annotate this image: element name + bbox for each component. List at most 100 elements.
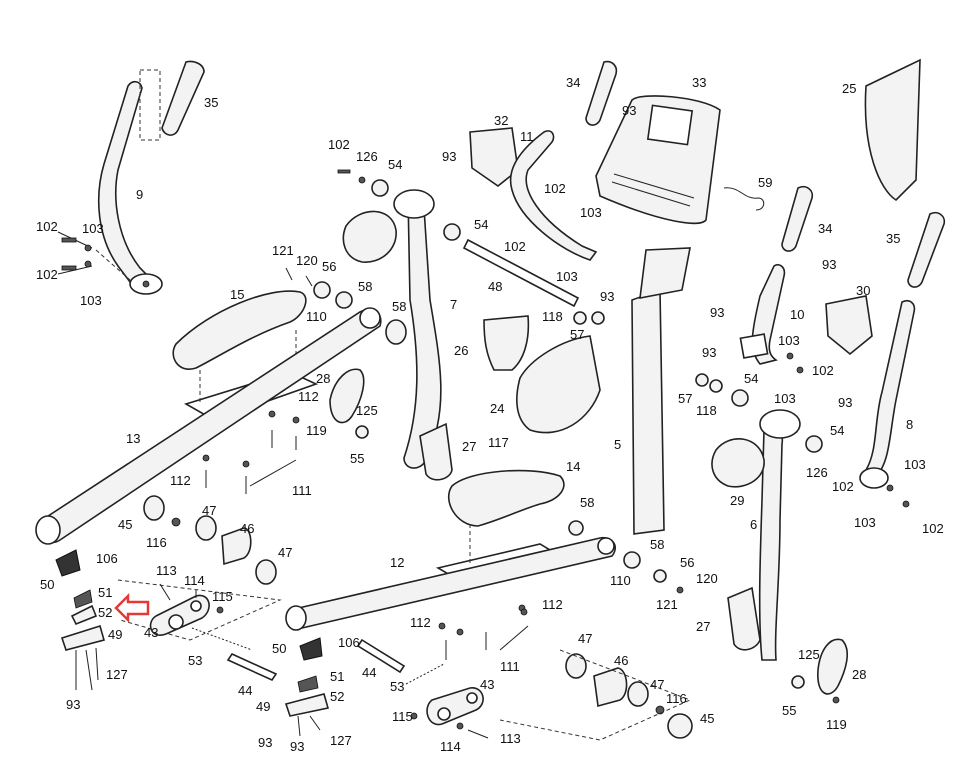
cover-27-right: [727, 586, 761, 651]
part-label-116: 116: [666, 691, 687, 706]
part-label-52: 52: [330, 689, 345, 704]
part-label-102: 102: [832, 479, 854, 494]
wheel-stack-left: [117, 495, 282, 641]
grip-34-top: [585, 60, 618, 126]
part-label-33: 33: [692, 75, 707, 90]
part-label-54: 54: [388, 157, 403, 172]
part-label-114: 114: [184, 573, 205, 588]
bearing-54-upper: [337, 169, 461, 241]
part-label-44: 44: [362, 665, 377, 680]
part-label-112: 112: [298, 389, 319, 404]
part-label-57: 57: [678, 391, 693, 406]
part-label-93: 93: [442, 149, 457, 164]
part-label-48: 48: [488, 279, 503, 294]
part-label-56: 56: [680, 555, 695, 570]
spring-53-left: [191, 627, 253, 651]
part-label-118: 118: [696, 403, 717, 418]
axle-44-left: [226, 652, 278, 682]
cup-26: [483, 315, 530, 371]
highlight-arrow: [114, 592, 150, 624]
part-label-13: 13: [126, 431, 141, 446]
wire-59: [723, 187, 765, 211]
pedal-15: [172, 290, 307, 370]
part-label-8: 8: [906, 417, 914, 432]
cover-28-left: [329, 368, 365, 424]
crank-43-left: [149, 583, 224, 636]
part-label-43: 43: [480, 677, 495, 692]
part-label-59: 59: [758, 175, 773, 190]
part-label-119: 119: [826, 717, 847, 732]
part-label-54: 54: [830, 423, 845, 438]
part-label-127: 127: [330, 733, 352, 748]
part-label-28: 28: [316, 371, 331, 386]
linkage-left-bottom: [55, 549, 105, 691]
part-label-34: 34: [818, 221, 833, 236]
part-label-7: 7: [450, 297, 458, 312]
right-hardware: [695, 352, 910, 508]
part-label-57: 57: [570, 327, 585, 342]
part-label-121: 121: [656, 597, 678, 612]
part-label-56: 56: [322, 259, 337, 274]
part-label-118: 118: [542, 309, 563, 324]
part-label-30: 30: [856, 283, 871, 298]
part-label-50: 50: [272, 641, 287, 656]
part-label-125: 125: [356, 403, 378, 418]
linkage-lower-middle: [284, 637, 330, 737]
pedal-arm-13: [35, 307, 382, 545]
part-label-26: 26: [454, 343, 469, 358]
part-label-11: 11: [520, 129, 534, 144]
cover-29: [711, 438, 765, 488]
part-label-51: 51: [330, 669, 345, 684]
part-label-28: 28: [852, 667, 867, 682]
part-label-58: 58: [650, 537, 665, 552]
part-label-110: 110: [610, 573, 631, 588]
part-label-93: 93: [822, 257, 837, 272]
part-label-5: 5: [614, 437, 622, 452]
part-label-54: 54: [474, 217, 489, 232]
part-label-34: 34: [566, 75, 581, 90]
grip-34-right: [781, 185, 814, 252]
grip-35-right: [907, 211, 946, 288]
part-label-35: 35: [886, 231, 901, 246]
part-label-127: 127: [106, 667, 128, 682]
part-label-120: 120: [696, 571, 718, 586]
part-label-15: 15: [230, 287, 245, 302]
part-label-114: 114: [440, 739, 461, 754]
bolts-111-112-lower: [438, 604, 529, 660]
part-label-102: 102: [812, 363, 834, 378]
part-label-27: 27: [462, 439, 477, 454]
part-label-49: 49: [256, 699, 271, 714]
part-label-103: 103: [556, 269, 578, 284]
part-label-103: 103: [82, 221, 104, 236]
part-label-55: 55: [350, 451, 365, 466]
cover-30: [825, 295, 873, 356]
part-label-102: 102: [544, 181, 566, 196]
part-label-58: 58: [580, 495, 595, 510]
handlebar-arm-8: [859, 299, 916, 489]
part-label-93: 93: [258, 735, 273, 750]
axle-44-lower: [356, 638, 406, 674]
part-label-9: 9: [136, 187, 144, 202]
part-label-106: 106: [338, 635, 360, 650]
part-label-93: 93: [702, 345, 717, 360]
pivot-parts-lower: [568, 520, 684, 594]
part-label-93: 93: [600, 289, 615, 304]
part-label-103: 103: [904, 457, 926, 472]
axle-48: [462, 238, 580, 308]
pedal-arm-12: [285, 536, 616, 631]
part-label-103: 103: [778, 333, 800, 348]
part-label-112: 112: [410, 615, 431, 630]
upright-5: [631, 247, 691, 535]
cover-28-right: [791, 638, 849, 704]
part-label-93: 93: [710, 305, 725, 320]
part-label-113: 113: [500, 731, 521, 746]
bolts-102-103-left: [57, 231, 131, 281]
part-label-103: 103: [774, 391, 796, 406]
part-label-102: 102: [36, 267, 58, 282]
part-label-44: 44: [238, 683, 253, 698]
part-label-47: 47: [578, 631, 593, 646]
part-label-53: 53: [390, 679, 405, 694]
part-label-50: 50: [40, 577, 55, 592]
handlebar-11: [509, 130, 598, 261]
